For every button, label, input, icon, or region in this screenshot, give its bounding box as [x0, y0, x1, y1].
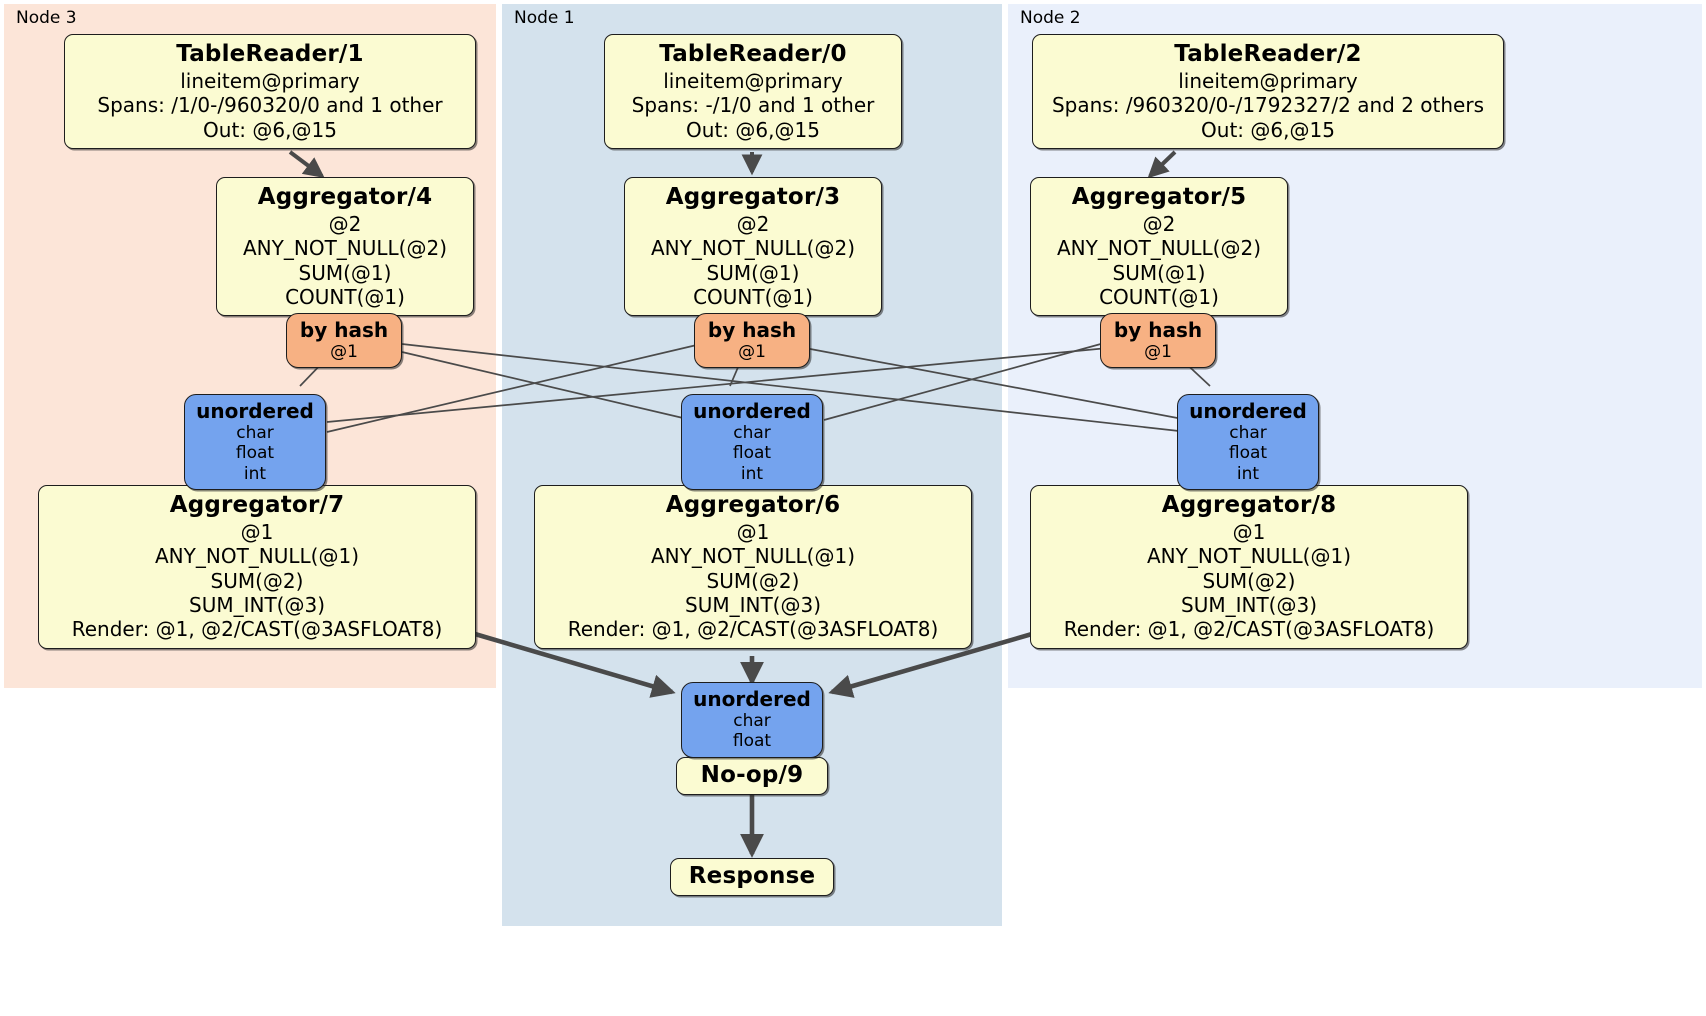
router-line: char — [1229, 423, 1267, 443]
processor-line: Out: @6,@15 — [1201, 117, 1335, 142]
processor-line: lineitem@primary — [663, 68, 843, 93]
processor-line: SUM_INT(@3) — [1181, 592, 1317, 617]
processor-line: SUM(@2) — [1202, 568, 1296, 593]
router-title: unordered — [693, 687, 811, 711]
processor-line: @2 — [328, 211, 362, 236]
processor-title: No-op/9 — [700, 762, 804, 788]
router-unordered-node-1[interactable]: unordered char float int — [681, 394, 823, 491]
router-line: char — [236, 423, 274, 443]
processor-line: Out: @6,@15 — [686, 117, 820, 142]
processor-line: ANY_NOT_NULL(@2) — [651, 236, 855, 261]
processor-line: Render: @1, @2/CAST(@3ASFLOAT8) — [71, 617, 443, 642]
router-unordered-final[interactable]: unordered char float — [681, 682, 823, 758]
processor-line: ANY_NOT_NULL(@2) — [243, 236, 447, 261]
processor-title: Aggregator/5 — [1071, 184, 1247, 210]
processor-title: TableReader/1 — [176, 41, 364, 67]
processor-no-op-9[interactable]: No-op/9 — [676, 757, 828, 795]
router-line: @1 — [330, 342, 358, 362]
processor-line: Spans: /1/0-/960320/0 and 1 other — [97, 93, 443, 118]
processor-line: Render: @1, @2/CAST(@3ASFLOAT8) — [1063, 617, 1435, 642]
processor-line: COUNT(@1) — [285, 284, 405, 309]
processor-line: ANY_NOT_NULL(@1) — [651, 544, 855, 569]
processor-title: Aggregator/7 — [169, 492, 345, 518]
router-title: by hash — [1113, 318, 1203, 342]
processor-line: @1 — [1232, 519, 1266, 544]
processor-aggregator-8[interactable]: Aggregator/8 @1 ANY_NOT_NULL(@1) SUM(@2)… — [1030, 485, 1468, 649]
processor-line: Out: @6,@15 — [203, 117, 337, 142]
router-line: int — [243, 463, 267, 484]
processor-line: lineitem@primary — [180, 68, 360, 93]
processor-line: Spans: /960320/0-/1792327/2 and 2 others — [1051, 93, 1484, 118]
router-line: char — [733, 711, 771, 731]
processor-line: SUM_INT(@3) — [685, 592, 821, 617]
cluster-label-node-1: Node 1 — [514, 8, 575, 28]
processor-title: Response — [688, 863, 816, 889]
processor-title: TableReader/0 — [659, 41, 847, 67]
router-line: float — [1228, 443, 1268, 464]
router-title: unordered — [1189, 399, 1307, 423]
processor-line: SUM(@1) — [706, 260, 800, 285]
processor-line: SUM(@2) — [210, 568, 304, 593]
processor-aggregator-3[interactable]: Aggregator/3 @2 ANY_NOT_NULL(@2) SUM(@1)… — [624, 177, 882, 317]
processor-title: Aggregator/6 — [665, 492, 841, 518]
router-line: float — [732, 443, 772, 464]
router-title: unordered — [196, 399, 314, 423]
processor-line: SUM_INT(@3) — [189, 592, 325, 617]
processor-tablereader-2[interactable]: TableReader/2 lineitem@primary Spans: /9… — [1032, 34, 1504, 149]
processor-line: @1 — [736, 519, 770, 544]
processor-aggregator-7[interactable]: Aggregator/7 @1 ANY_NOT_NULL(@1) SUM(@2)… — [38, 485, 476, 649]
processor-line: COUNT(@1) — [1099, 284, 1219, 309]
processor-line: ANY_NOT_NULL(@1) — [1147, 544, 1351, 569]
router-by-hash-node-2[interactable]: by hash @1 — [1100, 313, 1216, 369]
processor-tablereader-0[interactable]: TableReader/0 lineitem@primary Spans: -/… — [604, 34, 902, 149]
processor-line: SUM(@1) — [1112, 260, 1206, 285]
processor-line: lineitem@primary — [1178, 68, 1358, 93]
processor-line: @1 — [240, 519, 274, 544]
processor-aggregator-6[interactable]: Aggregator/6 @1 ANY_NOT_NULL(@1) SUM(@2)… — [534, 485, 972, 649]
processor-line: Render: @1, @2/CAST(@3ASFLOAT8) — [567, 617, 939, 642]
processor-line: ANY_NOT_NULL(@1) — [155, 544, 359, 569]
router-line: int — [740, 463, 764, 484]
router-line: @1 — [1144, 342, 1172, 362]
processor-title: Aggregator/4 — [257, 184, 433, 210]
router-by-hash-node-3[interactable]: by hash @1 — [286, 313, 402, 369]
router-title: by hash — [299, 318, 389, 342]
router-by-hash-node-1[interactable]: by hash @1 — [694, 313, 810, 369]
processor-line: COUNT(@1) — [693, 284, 813, 309]
cluster-label-node-2: Node 2 — [1020, 8, 1081, 28]
processor-line: ANY_NOT_NULL(@2) — [1057, 236, 1261, 261]
processor-aggregator-5[interactable]: Aggregator/5 @2 ANY_NOT_NULL(@2) SUM(@1)… — [1030, 177, 1288, 317]
processor-tablereader-1[interactable]: TableReader/1 lineitem@primary Spans: /1… — [64, 34, 476, 149]
processor-line: SUM(@2) — [706, 568, 800, 593]
router-title: by hash — [707, 318, 797, 342]
router-title: unordered — [693, 399, 811, 423]
processor-response[interactable]: Response — [670, 858, 834, 896]
processor-line: @2 — [736, 211, 770, 236]
processor-title: TableReader/2 — [1174, 41, 1362, 67]
router-line: char — [733, 423, 771, 443]
processor-line: SUM(@1) — [298, 260, 392, 285]
processor-aggregator-4[interactable]: Aggregator/4 @2 ANY_NOT_NULL(@2) SUM(@1)… — [216, 177, 474, 317]
router-line: int — [1236, 463, 1260, 484]
router-unordered-node-3[interactable]: unordered char float int — [184, 394, 326, 491]
cluster-label-node-3: Node 3 — [16, 8, 77, 28]
processor-title: Aggregator/3 — [665, 184, 841, 210]
processor-line: Spans: -/1/0 and 1 other — [631, 93, 875, 118]
router-line: float — [235, 443, 275, 464]
router-line: @1 — [738, 342, 766, 362]
router-line: float — [732, 731, 772, 752]
processor-line: @2 — [1142, 211, 1176, 236]
router-unordered-node-2[interactable]: unordered char float int — [1177, 394, 1319, 491]
processor-title: Aggregator/8 — [1161, 492, 1337, 518]
